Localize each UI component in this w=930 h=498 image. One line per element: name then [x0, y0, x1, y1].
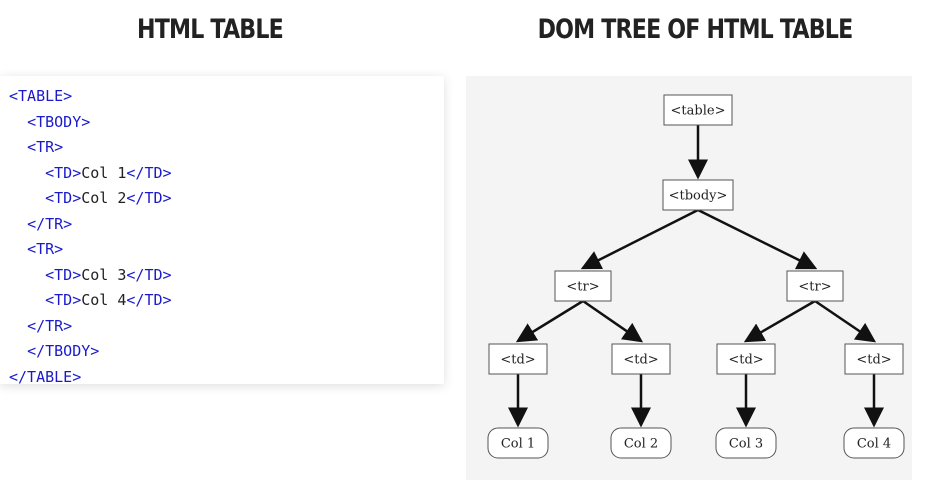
code-tag: <TR> [27, 138, 64, 156]
tree-node-label: <td> [856, 353, 891, 368]
left-title: HTML TABLE [137, 14, 284, 45]
right-title: DOM TREE OF HTML TABLE [537, 14, 854, 45]
tree-node-box [844, 343, 904, 375]
tree-node-box [488, 343, 548, 375]
dom-tree-diagram: <table> <tbody> <tr> <tr> <td> <td> <td> <td> Co… [487, 94, 905, 459]
code-line: <TD>Col 1</TD> [9, 161, 444, 187]
code-line: <TD>Col 3</TD> [9, 263, 444, 289]
edge-tr2-to-td3 [743, 299, 816, 343]
code-line: </TABLE> [9, 365, 444, 391]
code-line: </TBODY> [9, 339, 444, 365]
html-code-panel: <TABLE> <TBODY> <TR> <TD>Col 1</TD> <TD>… [0, 76, 444, 386]
code-tag: <TD> [45, 265, 82, 284]
code-tag: <TD> [45, 291, 82, 309]
code-tag: </TR> [27, 214, 73, 233]
tree-node-label: Col 2 [624, 437, 658, 452]
tree-node-label: Col 3 [729, 437, 763, 452]
tree-node-col4: Col 4 [843, 427, 905, 459]
code-line: <TR> [9, 135, 444, 161]
code-tag: <TD> [45, 189, 82, 207]
code-text: Col 2 [81, 189, 127, 207]
code-tag: </TD> [126, 189, 172, 207]
tree-node-td3: <td> [716, 343, 776, 375]
code-line: <TD>Col 4</TD> [9, 288, 444, 314]
tree-node-label: <tr> [798, 280, 831, 295]
edge-tr1-to-td1 [515, 299, 584, 343]
code-tag: <TABLE> [9, 87, 73, 105]
tree-nodes: <table> <tbody> <tr> <tr> <td> <td> <td> <td> Co… [487, 94, 905, 459]
tree-node-box [662, 179, 734, 211]
code-tag: </TD> [126, 163, 172, 182]
tree-node-box [786, 270, 844, 302]
tree-node-label: <tbody> [669, 189, 728, 204]
tree-node-td2: <td> [611, 343, 671, 375]
html-code-block: <TABLE> <TBODY> <TR> <TD>Col 1</TD> <TD>… [0, 76, 444, 390]
tree-node-label: Col 4 [857, 437, 891, 452]
tree-node-label: <td> [500, 353, 535, 368]
tree-node-box [611, 343, 671, 375]
code-tag: </TBODY> [27, 342, 100, 360]
tree-node-td1: <td> [488, 343, 548, 375]
code-line: <TBODY> [9, 110, 444, 136]
edge-tr1-to-td2 [582, 299, 644, 343]
dom-tree-panel: <table> <tbody> <tr> <tr> <td> <td> <td> <td> Co… [466, 76, 912, 480]
code-tag: </TABLE> [9, 367, 82, 386]
tree-node-label: <tr> [566, 280, 599, 295]
tree-node-tr1: <tr> [554, 270, 612, 302]
code-tag: </TD> [126, 265, 172, 284]
tree-node-td4: <td> [844, 343, 904, 375]
tree-node-label: <td> [623, 353, 658, 368]
tree-node-label: Col 1 [501, 437, 535, 452]
code-line: <TR> [9, 237, 444, 263]
code-text: Col 3 [81, 265, 127, 284]
tree-node-box [715, 427, 777, 459]
tree-node-tbody: <tbody> [662, 179, 734, 211]
code-tag: <TBODY> [27, 112, 91, 131]
edge-tbody-to-tr2 [697, 208, 818, 270]
edge-tbody-to-tr1 [580, 208, 699, 270]
code-tag: </TR> [27, 316, 73, 335]
tree-node-label: <td> [728, 353, 763, 368]
code-tag: <TD> [45, 163, 82, 182]
tree-node-box [610, 427, 672, 459]
code-text: Col 1 [81, 163, 127, 182]
tree-node-box [663, 94, 733, 126]
code-tag: <TR> [27, 240, 64, 258]
code-tag: </TD> [126, 291, 172, 309]
code-line: </TR> [9, 212, 444, 238]
tree-node-box [487, 427, 549, 459]
tree-node-box [554, 270, 612, 302]
code-text: Col 4 [81, 291, 127, 309]
tree-node-label: <table> [671, 104, 726, 119]
tree-node-table: <table> [663, 94, 733, 126]
code-line: </TR> [9, 314, 444, 340]
tree-node-tr2: <tr> [786, 270, 844, 302]
code-line: <TABLE> [9, 84, 444, 110]
tree-node-col1: Col 1 [487, 427, 549, 459]
tree-node-box [716, 343, 776, 375]
tree-node-col2: Col 2 [610, 427, 672, 459]
tree-node-col3: Col 3 [715, 427, 777, 459]
code-line: <TD>Col 2</TD> [9, 186, 444, 212]
tree-node-box [843, 427, 905, 459]
edge-tr2-to-td4 [814, 299, 877, 343]
tree-edges [508, 125, 884, 428]
